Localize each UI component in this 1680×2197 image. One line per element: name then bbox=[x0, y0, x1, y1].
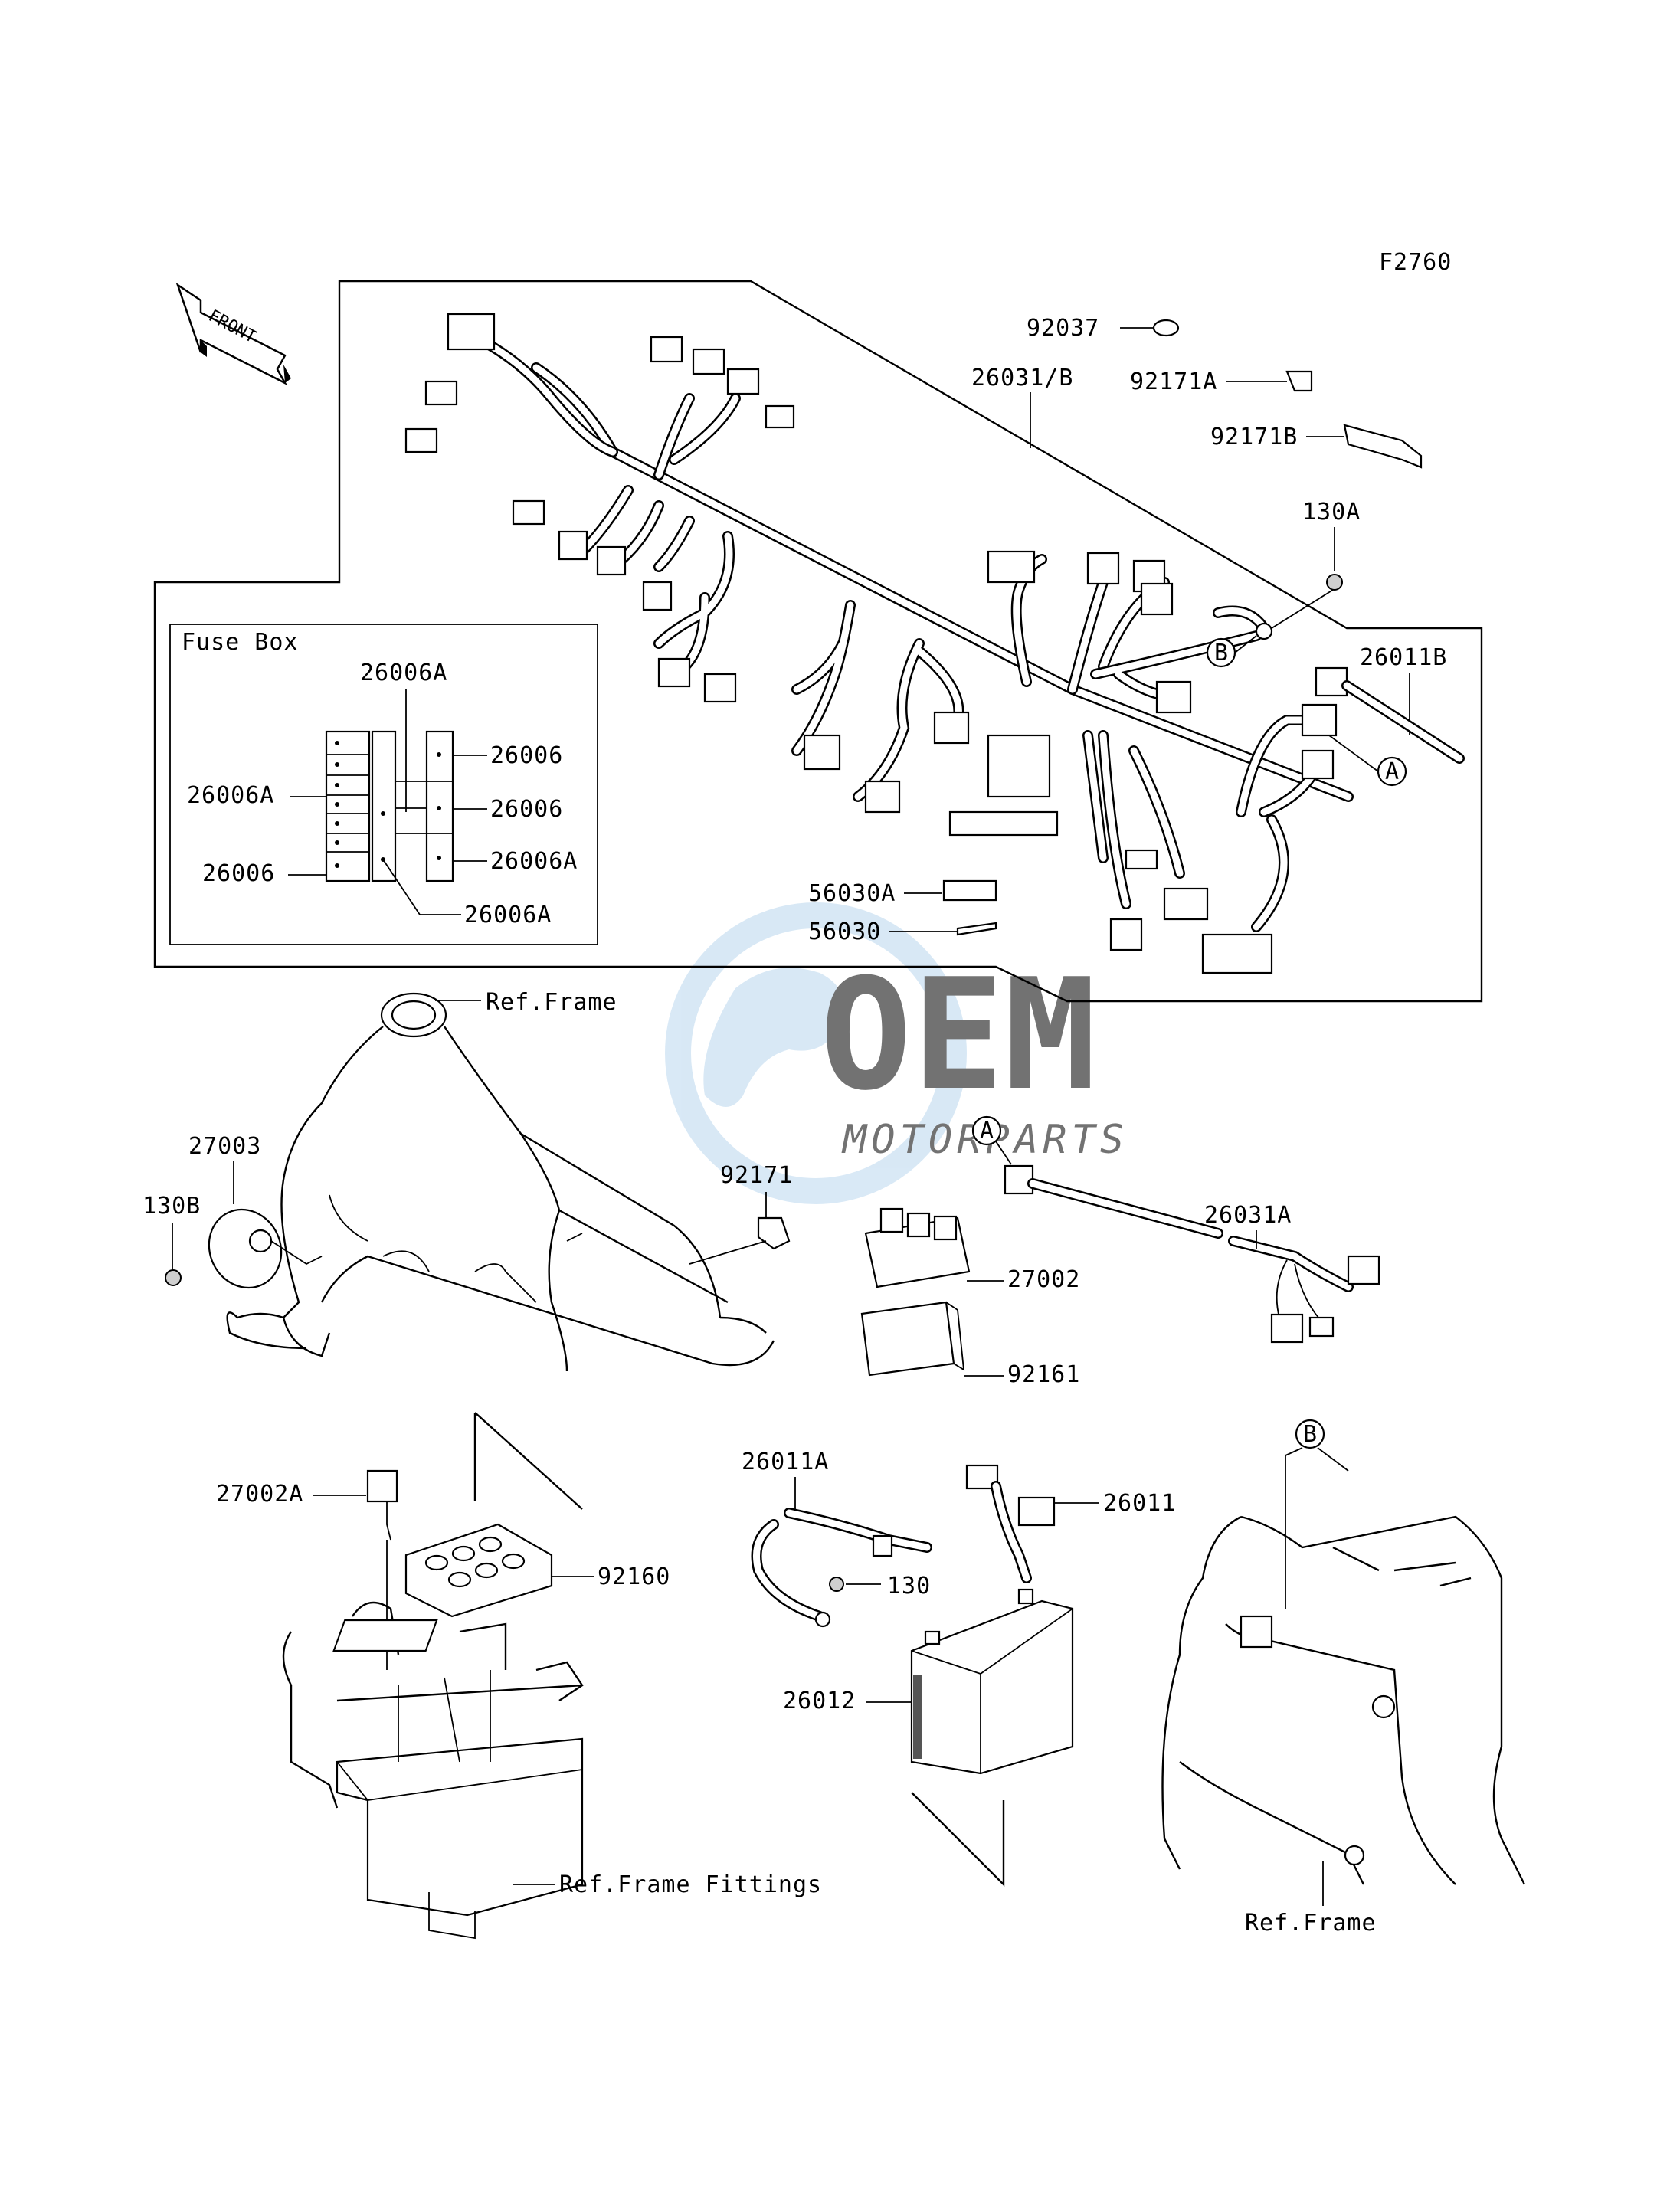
fuse-label-26006A-top: 26006A bbox=[360, 660, 447, 686]
part-130-bolt: 130 bbox=[829, 1573, 931, 1599]
ref-frame-fittings: Ref.Frame Fittings bbox=[559, 1871, 822, 1898]
main-wire-harness bbox=[404, 313, 1354, 974]
svg-text:26031A: 26031A bbox=[1204, 1202, 1292, 1229]
marker-B-bottom: B bbox=[1303, 1421, 1318, 1448]
ref-frame-top: Ref.Frame bbox=[486, 989, 617, 1016]
part-26031B: 26031/B bbox=[971, 365, 1073, 448]
figure-code: F2760 bbox=[1379, 249, 1452, 276]
part-92171-clamp: 92171 bbox=[689, 1162, 793, 1265]
part-26011-cable: 26011 bbox=[965, 1464, 1176, 1583]
part-92160-pad: 92160 bbox=[404, 1523, 670, 1618]
svg-text:92171: 92171 bbox=[720, 1162, 793, 1189]
svg-text:92171B: 92171B bbox=[1210, 424, 1298, 450]
svg-text:27003: 27003 bbox=[188, 1133, 261, 1160]
svg-text:130: 130 bbox=[887, 1573, 931, 1599]
battery-box-assembly bbox=[282, 1412, 584, 1940]
svg-text:26012: 26012 bbox=[783, 1688, 856, 1714]
watermark: OEM MOTORPARTS bbox=[665, 902, 1124, 1204]
svg-text:26011: 26011 bbox=[1103, 1490, 1176, 1517]
part-56030: 56030 bbox=[808, 918, 997, 945]
part-56030A: 56030A bbox=[808, 879, 997, 907]
part-26011A-cable: 26011A bbox=[742, 1449, 932, 1628]
ref-frame-right: Ref.Frame bbox=[1245, 1910, 1377, 1937]
marker-A-top: A bbox=[1328, 735, 1407, 787]
part-27003-horn: 27003 bbox=[188, 1133, 323, 1289]
frame-assembly-right: B Ref.Frame bbox=[1161, 1419, 1526, 1937]
fuse-block-left bbox=[325, 730, 371, 882]
part-27002A-relay: 27002A bbox=[216, 1469, 398, 1670]
part-26011B: 26011B bbox=[1315, 644, 1465, 764]
svg-text:56030: 56030 bbox=[808, 918, 881, 945]
svg-text:56030A: 56030A bbox=[808, 880, 896, 907]
marker-A-mid: A bbox=[980, 1118, 994, 1144]
svg-text:92161: 92161 bbox=[1007, 1361, 1080, 1388]
fuse-block-mid bbox=[371, 730, 397, 882]
fuse-box-inset: Fuse Box 26006A 26006A 26006 26006 26006… bbox=[169, 624, 598, 945]
watermark-main: OEM bbox=[820, 946, 1096, 1125]
svg-text:26011B: 26011B bbox=[1360, 644, 1447, 671]
part-92161-cover: 92161 bbox=[860, 1301, 1080, 1388]
svg-text:130B: 130B bbox=[142, 1193, 201, 1220]
svg-text:26011A: 26011A bbox=[742, 1449, 829, 1475]
svg-text:A: A bbox=[1385, 758, 1400, 785]
fuse-label-26006A-left: 26006A bbox=[187, 782, 274, 809]
front-arrow: FRONT bbox=[175, 282, 291, 385]
part-26012-battery: 26012 bbox=[332, 1588, 1074, 1887]
frame-assembly-left: Ref.Frame bbox=[226, 989, 775, 1372]
part-27002-module: 27002 bbox=[864, 1207, 1080, 1293]
part-92171A: 92171A bbox=[1130, 368, 1313, 395]
part-92171B: 92171B bbox=[1210, 424, 1423, 469]
fuse-box-title: Fuse Box bbox=[182, 629, 299, 656]
svg-text:27002A: 27002A bbox=[216, 1481, 303, 1508]
fuse-label-26006-left: 26006 bbox=[202, 860, 275, 887]
svg-text:92171A: 92171A bbox=[1130, 368, 1217, 395]
marker-B-top: B bbox=[1214, 640, 1229, 666]
svg-text:130A: 130A bbox=[1302, 499, 1361, 526]
fuse-label-26006-r2: 26006 bbox=[490, 796, 563, 823]
harness-panel-outline bbox=[153, 280, 1483, 1003]
svg-text:92160: 92160 bbox=[598, 1563, 670, 1590]
fuse-label-26006A-r3: 26006A bbox=[490, 848, 578, 875]
fuse-label-26006-r1: 26006 bbox=[490, 742, 563, 769]
ground-wire-B: B bbox=[1206, 589, 1334, 668]
part-130A: 130A bbox=[1302, 499, 1361, 591]
svg-text:92037: 92037 bbox=[1027, 315, 1099, 342]
fuse-label-26006A-bottom: 26006A bbox=[464, 902, 552, 928]
part-130B: 130B bbox=[142, 1193, 201, 1286]
svg-text:27002: 27002 bbox=[1007, 1266, 1080, 1293]
part-92037: 92037 bbox=[1027, 315, 1180, 342]
part-26031A-harness: A 26031A bbox=[971, 1115, 1380, 1344]
svg-text:26031/B: 26031/B bbox=[971, 365, 1073, 391]
